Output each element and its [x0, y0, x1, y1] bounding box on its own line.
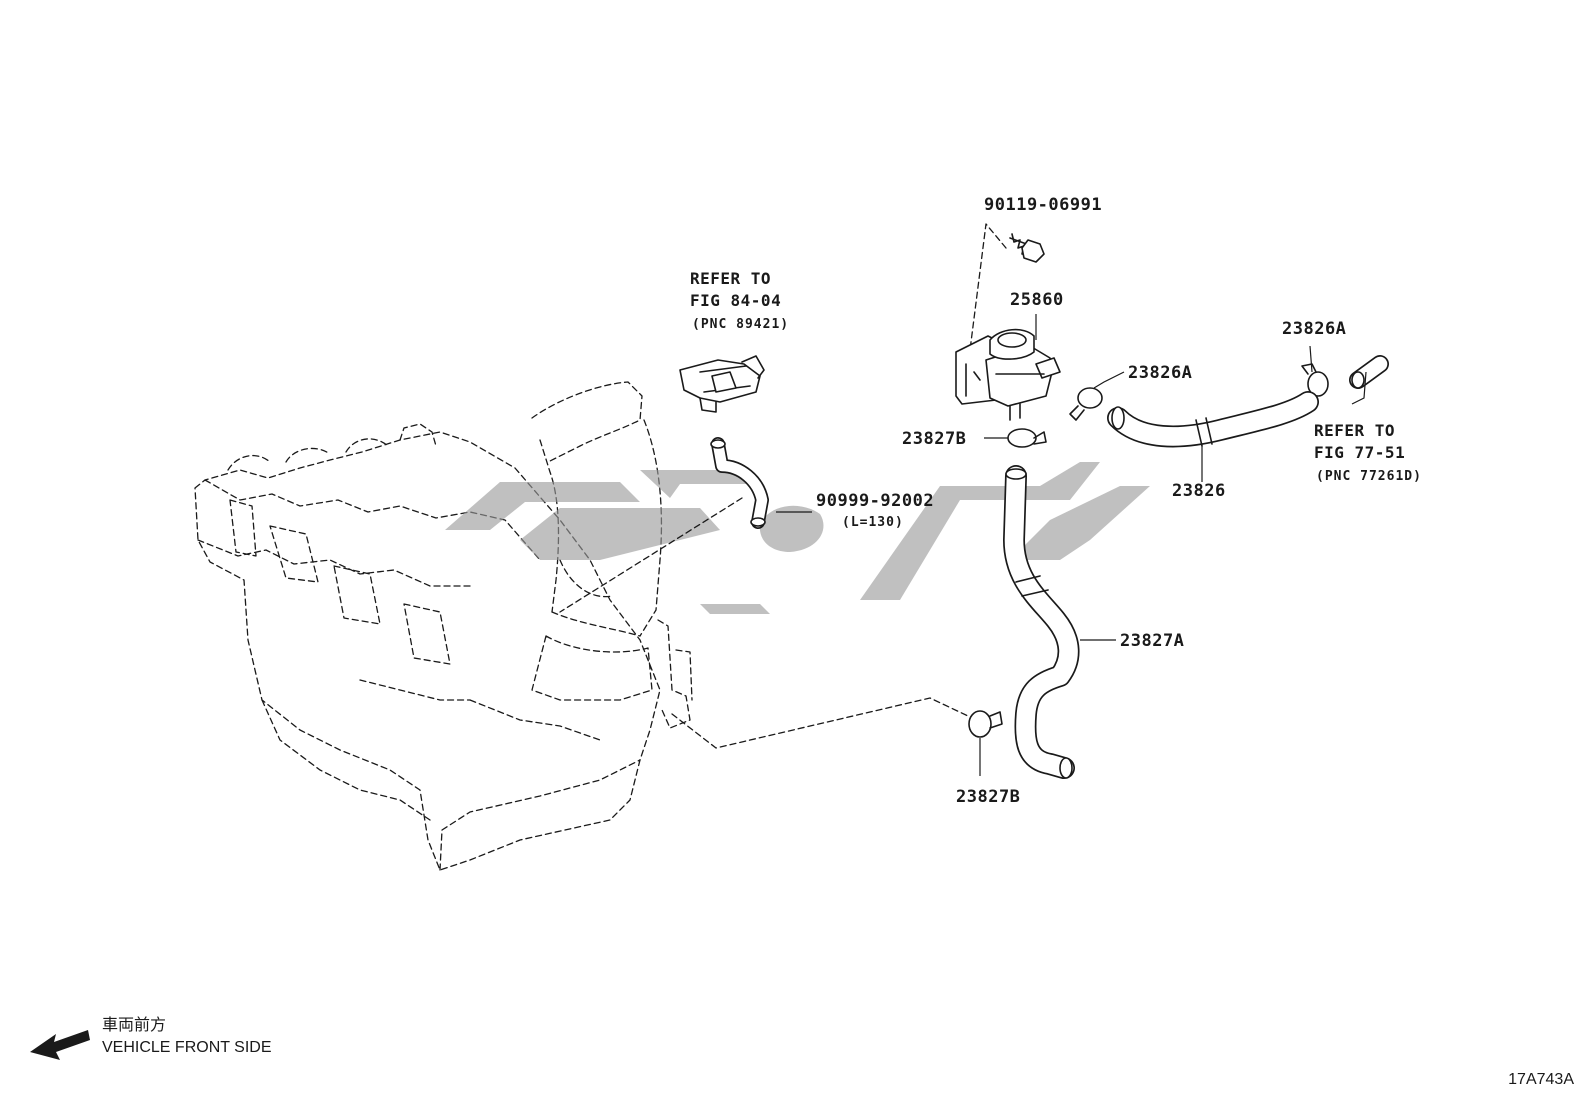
label-vac-hose: 90999-92002 — [816, 491, 934, 511]
refer-right-line1: REFER TO — [1314, 421, 1395, 440]
label-clamp-upper-left: 23827B — [902, 429, 966, 449]
label-bolt: 90119-06991 — [984, 195, 1102, 215]
legend-english: VEHICLE FRONT SIDE — [102, 1039, 272, 1056]
label-hose-upper: 23826 — [1172, 481, 1226, 501]
refer-right-line2: FIG 77-51 — [1314, 443, 1405, 462]
engine-intake-manifold-outline — [194, 381, 693, 871]
sensor-part — [679, 355, 765, 413]
clamp-23827B-lower — [968, 710, 1003, 738]
clamp-23826A-right — [1301, 363, 1329, 397]
front-direction-arrow-icon — [30, 1030, 90, 1060]
refer-left-line3: (PNC 89421) — [692, 317, 789, 332]
reference-dashed-lines — [559, 223, 1007, 749]
hose-end-far-right — [1349, 355, 1389, 389]
vehicle-front-legend: 車両前方 VEHICLE FRONT SIDE — [30, 1016, 272, 1060]
hose-23826 — [1107, 391, 1319, 448]
leader-lines — [776, 314, 1367, 776]
watermark-logo — [445, 462, 1150, 614]
vsv-valve-part — [955, 328, 1061, 421]
clamp-23827B-upper — [1007, 428, 1047, 448]
refer-note-right: REFER TO FIG 77-51 (PNC 77261D) — [1314, 421, 1422, 484]
bolt-part — [1009, 233, 1045, 263]
hose-23827A — [1003, 465, 1080, 779]
label-vsv: 25860 — [1010, 290, 1064, 310]
label-clamp-lower: 23827B — [956, 787, 1020, 807]
legend-japanese: 車両前方 — [102, 1016, 166, 1034]
vacuum-hose-small — [710, 437, 769, 529]
clamp-23826A-middle — [1069, 387, 1103, 421]
refer-note-left: REFER TO FIG 84-04 (PNC 89421) — [690, 269, 789, 332]
label-hose-lower: 23827A — [1120, 631, 1184, 651]
refer-left-line2: FIG 84-04 — [690, 291, 781, 310]
label-clamp-upper-right: 23826A — [1128, 363, 1192, 383]
label-vac-hose-length: (L=130) — [842, 515, 904, 530]
part-labels: 90119-06991 25860 23826A 23826A 23827B 2… — [816, 195, 1346, 807]
figure-code: 17A743A — [1508, 1071, 1574, 1088]
label-clamp-far-right: 23826A — [1282, 319, 1346, 339]
refer-left-line1: REFER TO — [690, 269, 771, 288]
refer-right-line3: (PNC 77261D) — [1316, 469, 1422, 484]
